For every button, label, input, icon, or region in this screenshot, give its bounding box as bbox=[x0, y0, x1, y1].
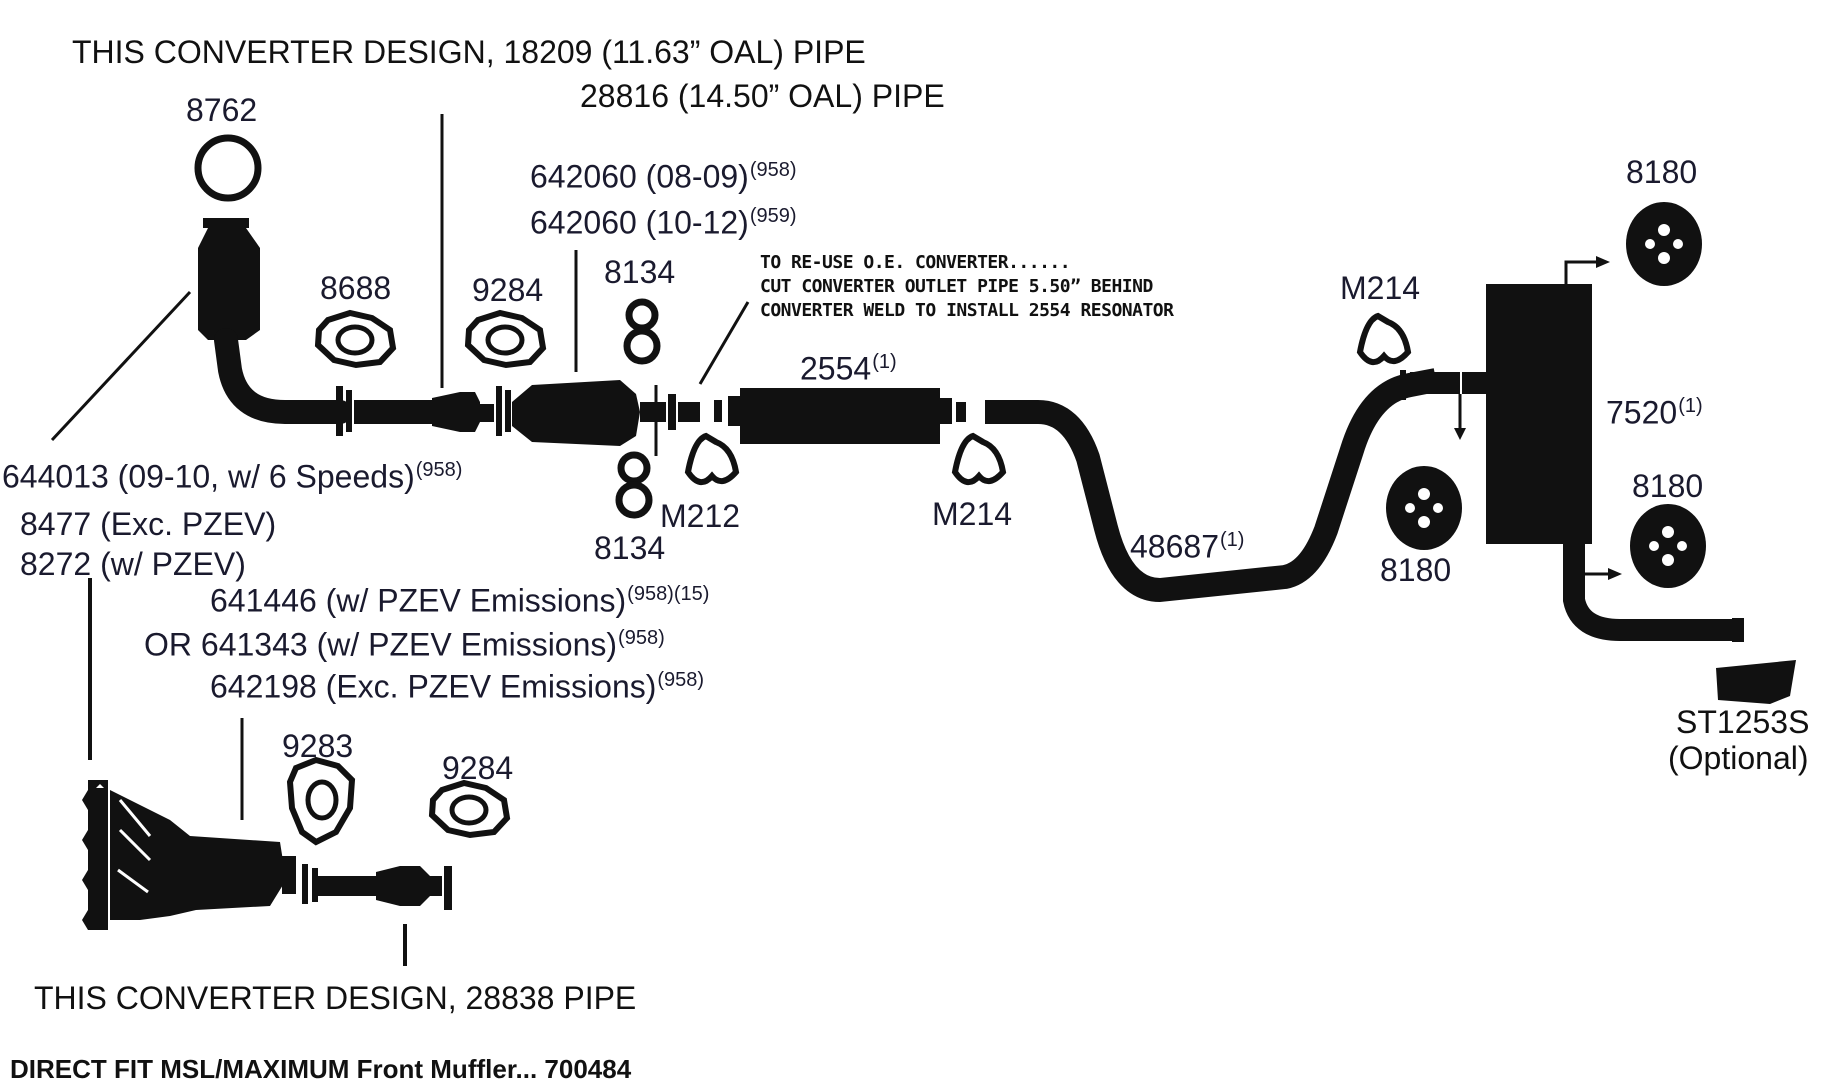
reuse-note-line2: CUT CONVERTER OUTLET PIPE 5.50” BEHIND bbox=[760, 276, 1153, 297]
pipe-28838 bbox=[302, 864, 452, 910]
gasket-9283 bbox=[286, 756, 356, 846]
hanger-8134-top bbox=[623, 298, 661, 365]
label-9284-top: 9284 bbox=[472, 272, 544, 308]
label-9283: 9283 bbox=[282, 728, 354, 764]
clamp-M214-mid bbox=[951, 432, 1007, 485]
converter-design-top-line2: 28816 (14.50” OAL) PIPE bbox=[580, 78, 945, 114]
label-ST1253S: ST1253S bbox=[1676, 704, 1810, 740]
label-642198: 642198 (Exc. PZEV Emissions)(958) bbox=[210, 668, 705, 705]
muffler-7520 bbox=[1486, 284, 1592, 544]
flange-joint-front bbox=[336, 386, 343, 436]
gasket-8688 bbox=[314, 309, 397, 369]
label-641343: OR 641343 (w/ PZEV Emissions)(958) bbox=[144, 626, 665, 663]
leader-644013 bbox=[50, 290, 192, 442]
pipe-18209 bbox=[354, 392, 494, 432]
label-641446: 641446 (w/ PZEV Emissions)(958)(15) bbox=[210, 582, 710, 619]
exhaust-tip-ST1253S bbox=[1716, 660, 1796, 704]
label-ST1253S-optional: (Optional) bbox=[1668, 740, 1809, 776]
reuse-note-line3: CONVERTER WELD TO INSTALL 2554 RESONATOR bbox=[760, 300, 1174, 321]
clamp-M214-top bbox=[1356, 312, 1412, 365]
converter-design-bottom: THIS CONVERTER DESIGN, 28838 PIPE bbox=[34, 980, 637, 1016]
gasket-9284-bottom bbox=[428, 779, 511, 839]
label-M214-mid: M214 bbox=[932, 496, 1013, 532]
label-9284-bottom: 9284 bbox=[442, 750, 514, 786]
label-8180-left: 8180 bbox=[1380, 552, 1452, 588]
intermediate-pipe-48687 bbox=[985, 368, 1439, 602]
label-8134-top: 8134 bbox=[604, 254, 676, 290]
reuse-note-line1: TO RE-USE O.E. CONVERTER...... bbox=[760, 252, 1071, 273]
hanger-8134-bottom bbox=[615, 451, 653, 519]
ring-gasket-8762 bbox=[194, 134, 262, 202]
label-8762: 8762 bbox=[186, 92, 258, 128]
manifold-converter-641446 bbox=[110, 790, 296, 920]
label-642060-b: 642060 (10-12)(959) bbox=[530, 204, 797, 241]
leader-reuse-note bbox=[698, 301, 750, 385]
manifold-flange bbox=[82, 780, 108, 930]
resonator-2554 bbox=[714, 388, 966, 444]
label-642060-a: 642060 (08-09)(958) bbox=[530, 158, 797, 195]
label-8272: 8272 (w/ PZEV) bbox=[20, 546, 246, 582]
converter-design-top-line1: THIS CONVERTER DESIGN, 18209 (11.63” OAL… bbox=[72, 34, 866, 70]
label-7520: 7520(1) bbox=[1606, 394, 1703, 431]
footer-front-muffler: DIRECT FIT MSL/MAXIMUM Front Muffler... … bbox=[10, 1054, 632, 1084]
front-pipe-converter-644013 bbox=[198, 218, 352, 424]
label-8134-bottom: 8134 bbox=[594, 530, 666, 566]
isolator-8180-left bbox=[1386, 466, 1462, 550]
isolator-8180-top bbox=[1626, 202, 1702, 286]
label-M214-top: M214 bbox=[1340, 270, 1421, 306]
label-8688: 8688 bbox=[320, 270, 392, 306]
catalytic-converter-642060 bbox=[512, 380, 700, 446]
label-644013: 644013 (09-10, w/ 6 Speeds)(958) bbox=[2, 458, 463, 495]
muffler-tailpipe bbox=[1563, 544, 1740, 641]
label-8180-top: 8180 bbox=[1626, 154, 1698, 190]
label-2554: 2554(1) bbox=[800, 350, 897, 387]
label-48687: 48687(1) bbox=[1130, 528, 1245, 565]
label-8180-right: 8180 bbox=[1632, 468, 1704, 504]
label-M212: M212 bbox=[660, 498, 741, 534]
gasket-9284-top bbox=[464, 309, 547, 369]
label-8477: 8477 (Exc. PZEV) bbox=[20, 506, 277, 542]
isolator-8180-right bbox=[1630, 504, 1706, 588]
clamp-M212 bbox=[684, 432, 740, 485]
